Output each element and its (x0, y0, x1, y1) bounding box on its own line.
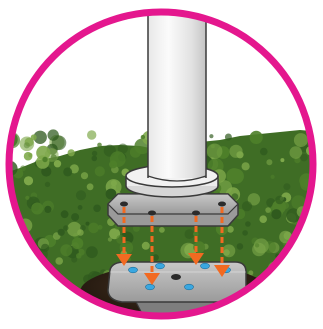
foliage-blob (317, 231, 323, 237)
foliage-blob (185, 229, 195, 239)
foliage-blob (54, 160, 61, 167)
foliage-blob (52, 136, 67, 151)
foliage-blob (0, 184, 8, 195)
foliage-blob (271, 209, 281, 219)
foliage-blob (271, 175, 275, 179)
anchor-marker (156, 263, 165, 269)
foliage-blob (92, 151, 97, 156)
foliage-blob (63, 167, 72, 176)
foliage-blob (20, 137, 35, 152)
foliage-blob (290, 146, 303, 159)
foliage-blob (108, 237, 112, 241)
foliage-blob (237, 243, 244, 250)
foliage-blob (87, 183, 94, 190)
foliage-blob (28, 153, 32, 157)
foliage-blob (304, 247, 319, 262)
foliage-blob (242, 201, 252, 211)
foliage-blob (60, 244, 72, 256)
foliage-blob (313, 225, 320, 232)
foliage-blob (193, 231, 198, 236)
foliage-blob (250, 131, 263, 144)
foliage-blob (141, 135, 145, 139)
foliage-blob (255, 243, 259, 247)
base-plate-icon (108, 194, 238, 226)
foliage-blob (260, 148, 268, 156)
foliage-blob (306, 267, 320, 281)
foliage-blob (76, 190, 86, 200)
foliage-blob (20, 165, 26, 171)
foliage-blob (245, 221, 251, 227)
foliage-blob (77, 229, 84, 236)
foliage-blob (275, 196, 284, 205)
foliage-blob (159, 227, 165, 233)
foliage-blob (225, 134, 232, 141)
foliage-blob (207, 144, 223, 160)
foliage-blob (266, 159, 272, 165)
foliage-blob (61, 210, 69, 218)
foliage-blob (92, 156, 98, 162)
foliage-blob (72, 238, 84, 250)
foliage-blob (0, 179, 5, 187)
foliage-blob (297, 245, 306, 254)
foliage-blob (31, 203, 43, 215)
foliage-blob (58, 229, 65, 236)
anchor-marker (129, 267, 138, 273)
foliage-blob (41, 244, 49, 252)
foliage-blob (42, 157, 47, 162)
foliage-blob (78, 205, 83, 210)
foliage-blob (0, 209, 14, 223)
foliage-blob (87, 130, 96, 139)
foliage-blob (209, 134, 213, 138)
foliage-blob (242, 230, 248, 236)
anchor-marker (185, 284, 194, 290)
foliage-blob (142, 242, 150, 250)
foliage-blob (290, 253, 295, 258)
foliage-blob (10, 245, 20, 255)
foliage-blob (86, 246, 98, 258)
foliage-blob (314, 133, 319, 138)
anchor-marker (201, 263, 210, 269)
foliage-blob (24, 176, 33, 185)
foliage-blob (15, 242, 24, 251)
foliage-blob (312, 239, 323, 254)
foliage-blob (265, 207, 271, 213)
foliage-blob (36, 155, 49, 168)
foliage-blob (301, 251, 310, 260)
foliage-blob (63, 225, 68, 230)
foliage-blob (280, 158, 284, 162)
foliage-blob (68, 149, 75, 156)
foliage-blob (130, 147, 141, 158)
foliage-blob (242, 162, 250, 170)
foliage-blob (283, 183, 290, 190)
foliage-blob (95, 166, 105, 176)
foliage-blob (313, 191, 323, 206)
foliage-blob (313, 196, 323, 210)
foliage-blob (55, 257, 63, 265)
foliage-blob (294, 133, 308, 147)
foliage-blob (45, 278, 50, 283)
foliage-blob (0, 203, 5, 211)
foliage-blob (110, 151, 126, 167)
foliage-blob (300, 154, 308, 162)
foliage-blob (76, 253, 82, 259)
foliage-blob (93, 205, 101, 213)
foliage-blob (45, 182, 50, 187)
foliage-blob (227, 226, 234, 233)
foliage-blob (229, 145, 242, 158)
anchor-marker (146, 284, 155, 290)
foliage-blob (97, 143, 102, 148)
foliage-blob (259, 215, 267, 223)
foliage-blob (71, 213, 79, 221)
foliage-blob (86, 222, 90, 226)
foliage-blob (81, 172, 88, 179)
foliage-blob (25, 196, 29, 200)
foliage-blob (44, 206, 51, 213)
foliage-blob (223, 249, 229, 255)
foliage-blob (88, 223, 99, 234)
